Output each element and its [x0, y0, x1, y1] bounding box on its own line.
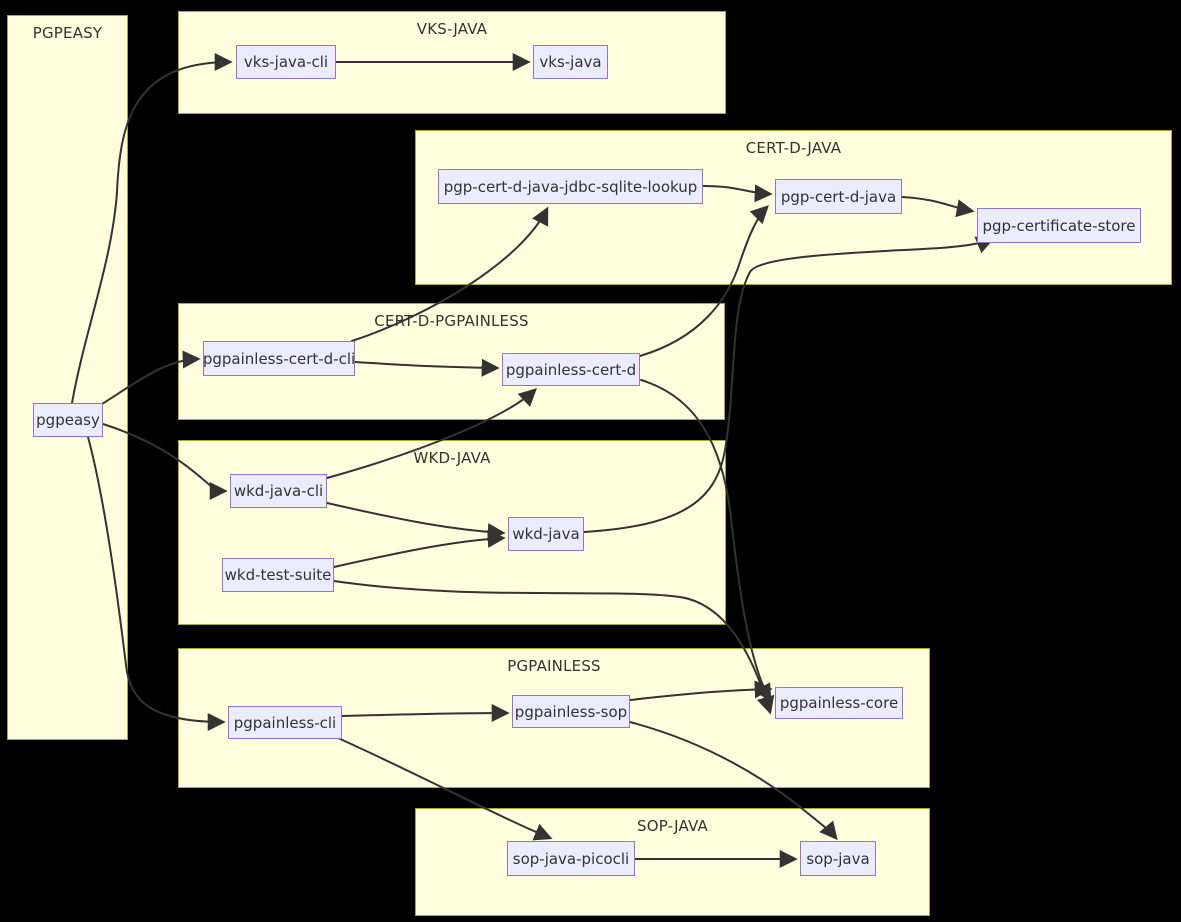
cluster-title-vks-java: VKS-JAVA: [416, 20, 488, 38]
node-pgpainless-cli: pgpainless-cli: [228, 706, 342, 739]
node-wkd-java: wkd-java: [508, 517, 584, 551]
node-pgp-certificate-store: pgp-certificate-store: [977, 208, 1141, 243]
cluster-title-pgpeasy: PGPEASY: [32, 24, 103, 42]
node-vks-java-cli: vks-java-cli: [236, 45, 336, 79]
node-pgp-cert-d-java: pgp-cert-d-java: [775, 179, 902, 214]
node-pgpeasy: pgpeasy: [33, 403, 103, 437]
node-pgpainless-sop: pgpainless-sop: [512, 695, 630, 728]
cluster-title-wkd-java: WKD-JAVA: [413, 449, 491, 467]
node-wkd-java-cli: wkd-java-cli: [230, 474, 327, 508]
node-pgpainless-cert-d: pgpainless-cert-d: [502, 353, 640, 386]
cluster-title-pgpainless: PGPAINLESS: [507, 657, 601, 675]
node-pgp-cert-d-java-jdbc-sqlite-lookup: pgp-cert-d-java-jdbc-sqlite-lookup: [438, 169, 703, 204]
node-sop-java-picocli: sop-java-picocli: [507, 841, 635, 876]
node-pgpainless-cert-d-cli: pgpainless-cert-d-cli: [203, 341, 355, 376]
cluster-title-sop-java: SOP-JAVA: [637, 817, 708, 835]
node-vks-java: vks-java: [533, 45, 608, 79]
cluster-title-cert-d-java: CERT-D-JAVA: [745, 139, 842, 157]
cluster-wkd-java: WKD-JAVA: [178, 440, 726, 625]
node-pgpainless-core: pgpainless-core: [775, 687, 903, 719]
node-sop-java: sop-java: [800, 841, 876, 876]
cluster-title-cert-d-pgpainless: CERT-D-PGPAINLESS: [374, 312, 529, 330]
cluster-pgpeasy: PGPEASY: [7, 15, 128, 740]
node-wkd-test-suite: wkd-test-suite: [222, 558, 334, 592]
